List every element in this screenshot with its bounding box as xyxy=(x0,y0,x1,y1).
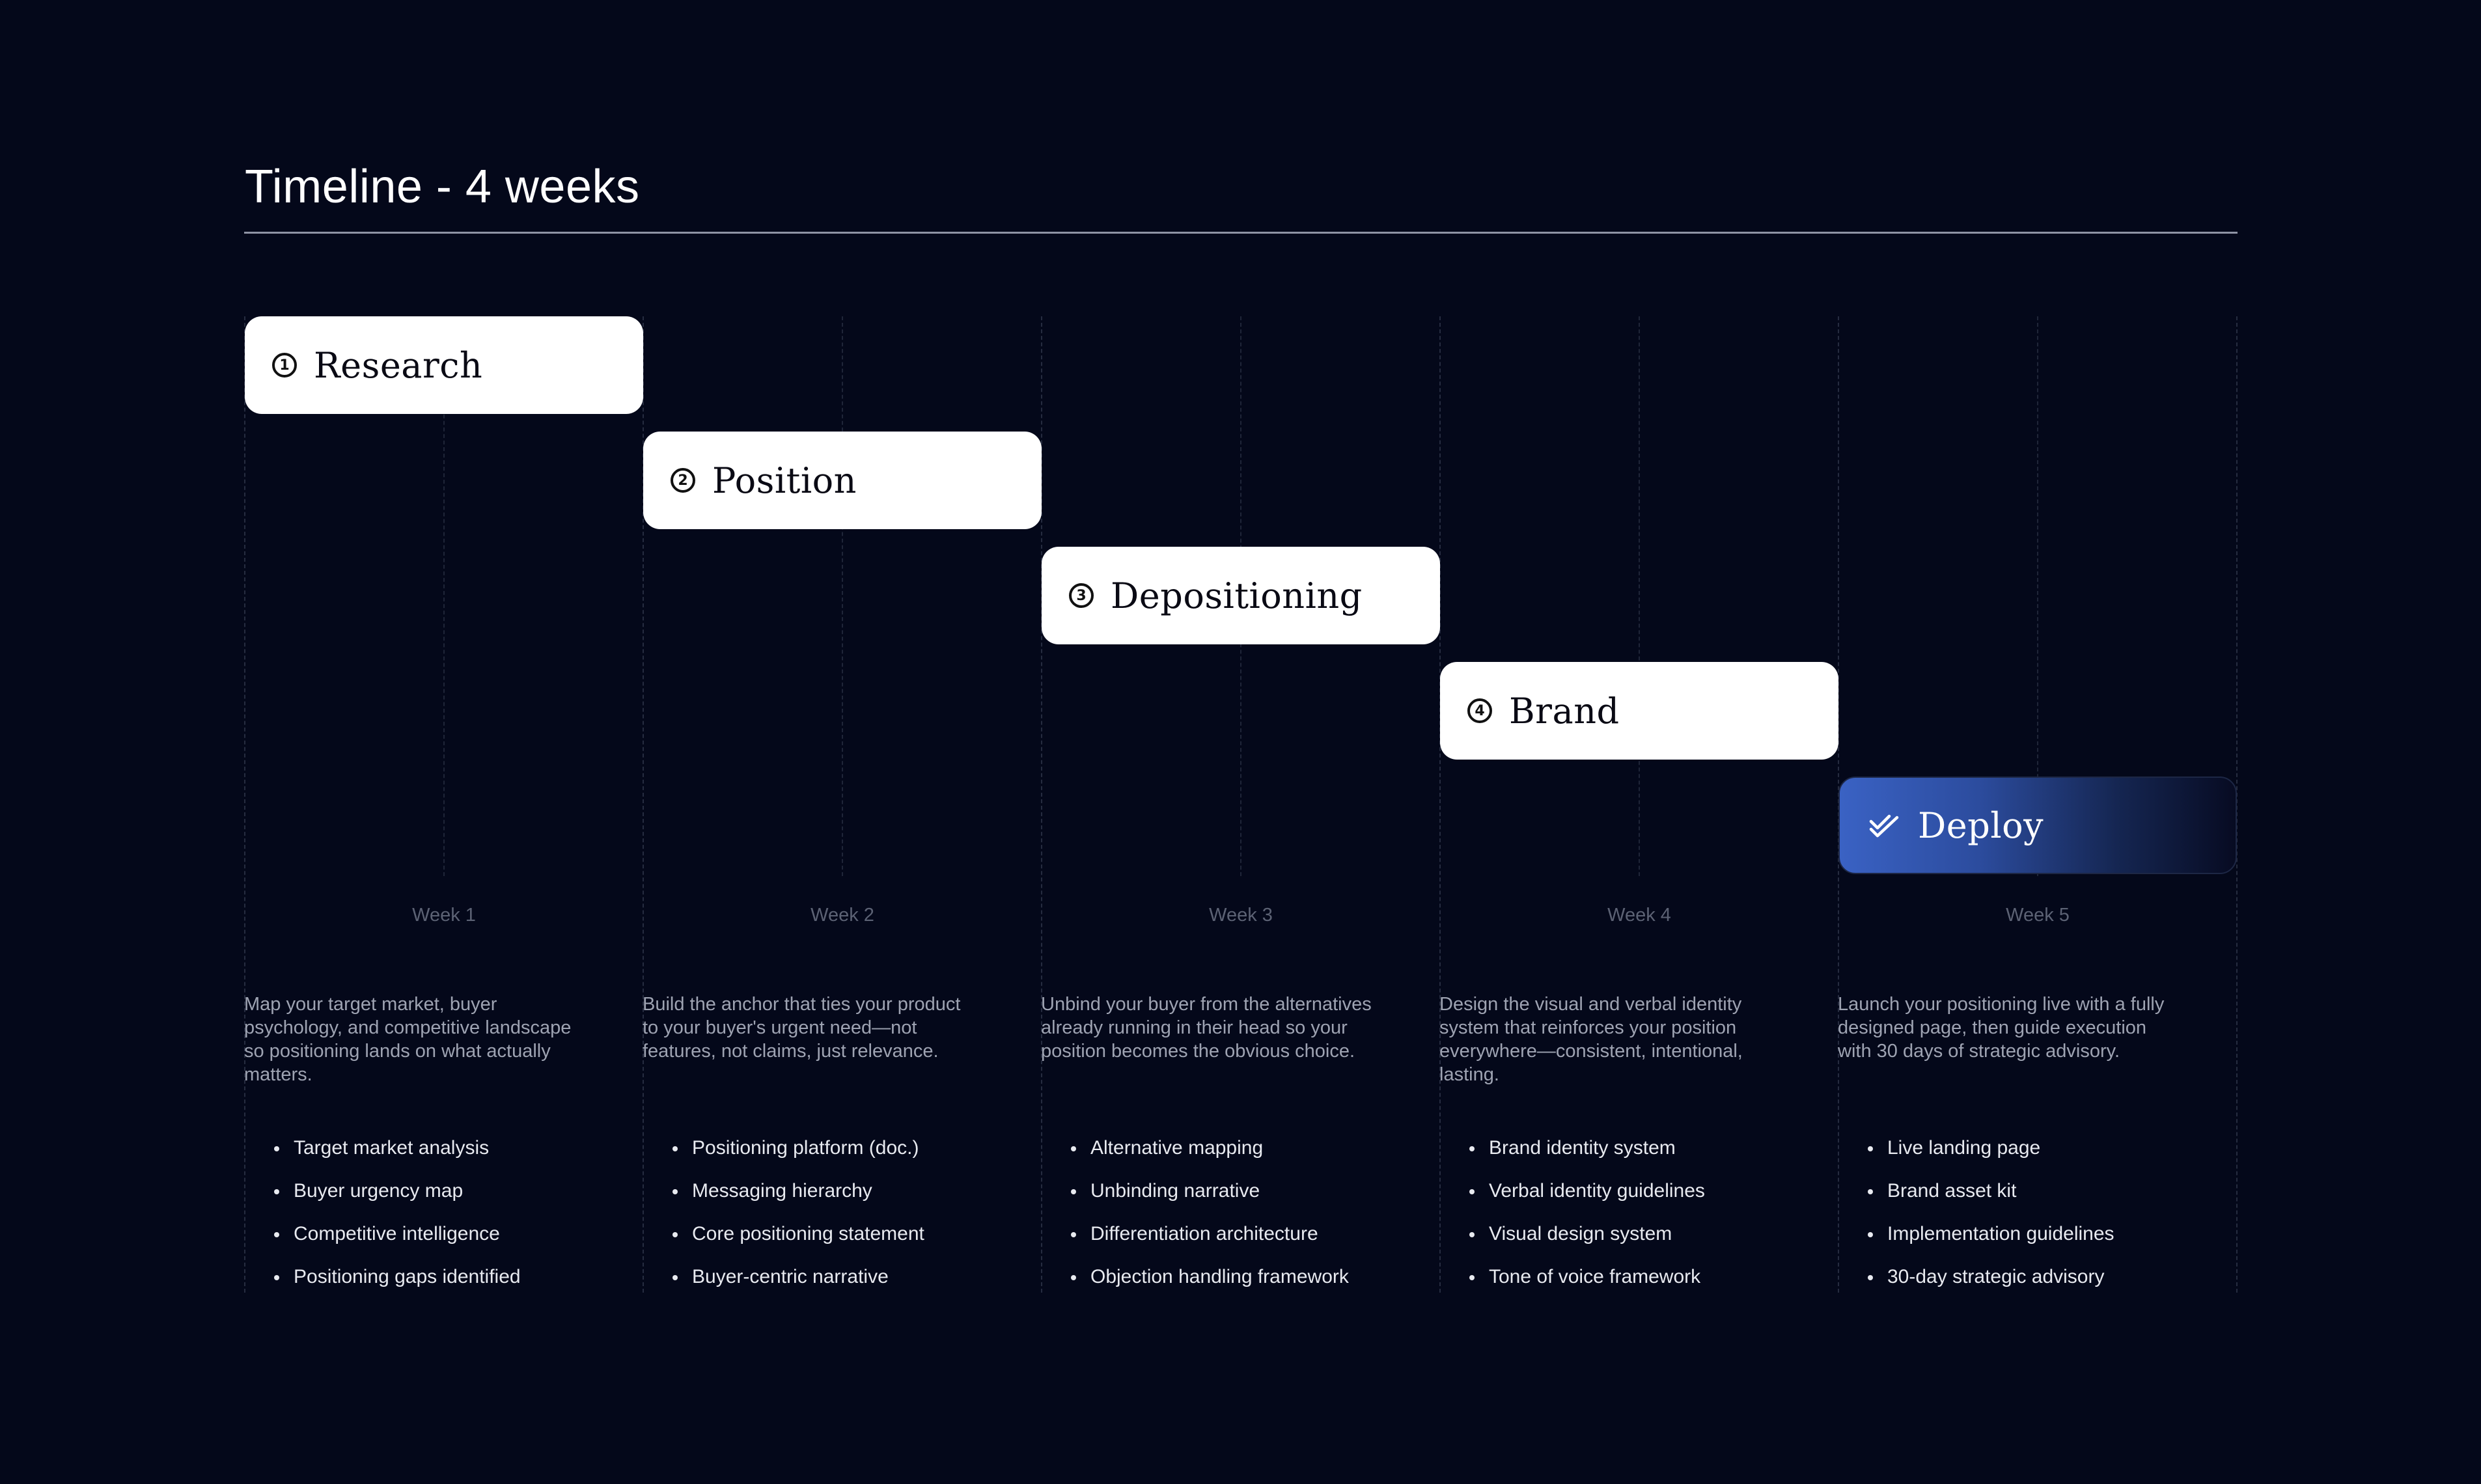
list-item: Objection handling framework xyxy=(1041,1261,1419,1304)
column-midline xyxy=(2037,316,2038,876)
deliverables-list: Alternative mapping Unbinding narrative … xyxy=(1041,1133,1419,1304)
list-item: Brand identity system xyxy=(1439,1133,1817,1175)
list-item: Buyer urgency map xyxy=(244,1175,622,1218)
list-item: Visual design system xyxy=(1439,1218,1817,1261)
column-midline xyxy=(443,316,445,876)
title-divider xyxy=(244,232,2238,234)
column-divider xyxy=(1439,316,1441,1293)
deliverables-list: Positioning platform (doc.) Messaging hi… xyxy=(643,1133,1020,1304)
phase-position-card[interactable]: 2 Position xyxy=(643,432,1042,529)
list-item: 30-day strategic advisory xyxy=(1838,1261,2215,1304)
phase-description: Map your target market, buyer psychology… xyxy=(244,994,572,1085)
week-label: Week 5 xyxy=(2006,905,2070,926)
phase-description: Unbind your buyer from the alternatives … xyxy=(1041,994,1372,1062)
list-item: Brand asset kit xyxy=(1838,1175,2215,1218)
list-item: Positioning platform (doc.) xyxy=(643,1133,1020,1175)
phase-research-card[interactable]: 1 Research xyxy=(245,316,643,414)
list-item: Buyer-centric narrative xyxy=(643,1261,1020,1304)
list-item: Verbal identity guidelines xyxy=(1439,1175,1817,1218)
deliverables-list: Live landing page Brand asset kit Implem… xyxy=(1838,1133,2215,1304)
column-divider xyxy=(643,316,644,1293)
phase-depositioning-card[interactable]: 3 Depositioning xyxy=(1042,547,1440,644)
number-2-circle-icon: 2 xyxy=(671,468,695,493)
phase-description: Launch your positioning live with a full… xyxy=(1838,994,2165,1062)
number-3-circle-icon: 3 xyxy=(1069,583,1094,608)
list-item: Unbinding narrative xyxy=(1041,1175,1419,1218)
week-label: Week 1 xyxy=(412,905,476,926)
phase-label: Depositioning xyxy=(1111,575,1363,616)
column-midline xyxy=(842,316,843,876)
phase-label: Deploy xyxy=(1918,804,2044,846)
list-item: Implementation guidelines xyxy=(1838,1218,2215,1261)
list-item: Core positioning statement xyxy=(643,1218,1020,1261)
week-label: Week 3 xyxy=(1209,905,1273,926)
phase-brand-card[interactable]: 4 Brand xyxy=(1440,662,1838,760)
phase-description: Design the visual and verbal identity sy… xyxy=(1439,994,1743,1085)
deliverables-list: Brand identity system Verbal identity gu… xyxy=(1439,1133,1817,1304)
list-item: Messaging hierarchy xyxy=(643,1175,1020,1218)
phase-deploy-card[interactable]: Deploy xyxy=(1838,776,2237,874)
double-check-icon xyxy=(1869,814,1899,838)
list-item: Target market analysis xyxy=(244,1133,622,1175)
number-4-circle-icon: 4 xyxy=(1467,698,1492,723)
list-item: Competitive intelligence xyxy=(244,1218,622,1261)
page-title: Timeline - 4 weeks xyxy=(245,161,640,213)
column-divider xyxy=(244,316,245,1293)
list-item: Live landing page xyxy=(1838,1133,2215,1175)
phase-description: Build the anchor that ties your product … xyxy=(643,994,961,1062)
list-item: Tone of voice framework xyxy=(1439,1261,1817,1304)
week-label: Week 4 xyxy=(1607,905,1671,926)
phase-label: Position xyxy=(712,460,857,501)
phase-label: Research xyxy=(314,344,483,386)
column-midline xyxy=(1639,316,1640,876)
column-divider xyxy=(1041,316,1042,1293)
list-item: Differentiation architecture xyxy=(1041,1218,1419,1261)
list-item: Alternative mapping xyxy=(1041,1133,1419,1175)
deliverables-list: Target market analysis Buyer urgency map… xyxy=(244,1133,622,1304)
list-item: Positioning gaps identified xyxy=(244,1261,622,1304)
week-label: Week 2 xyxy=(811,905,874,926)
phase-label: Brand xyxy=(1509,690,1620,732)
number-1-circle-icon: 1 xyxy=(272,353,297,378)
column-divider xyxy=(2236,316,2238,1293)
